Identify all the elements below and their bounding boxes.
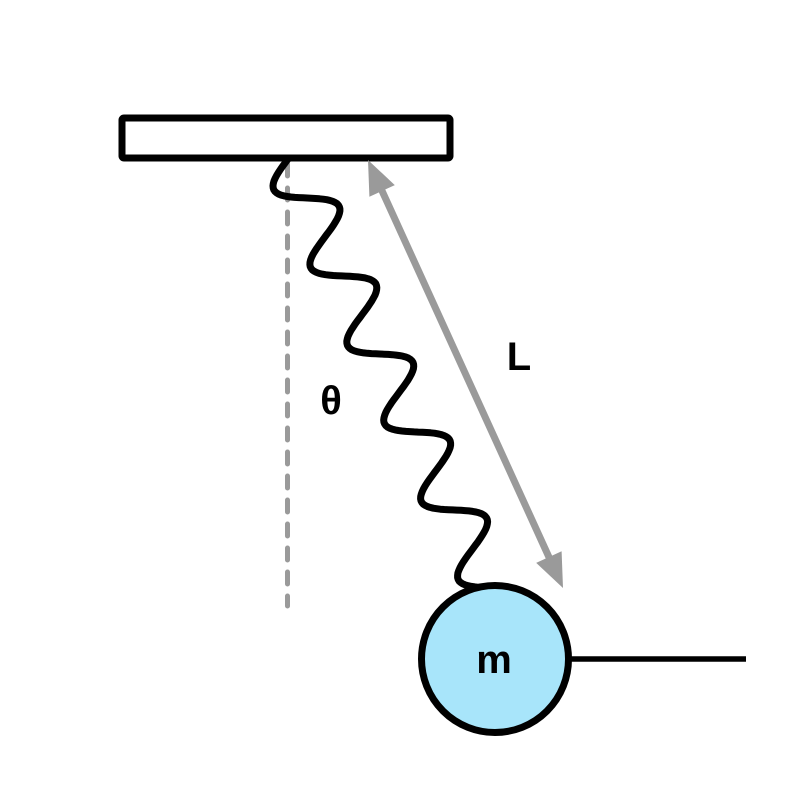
ceiling-support [118, 114, 454, 162]
length-label: L [507, 335, 531, 379]
mass-label: m [476, 638, 512, 682]
arrowhead-down-icon [536, 551, 563, 588]
spring [269, 155, 495, 592]
mass-circle [418, 582, 572, 736]
length-arrow-shaft [376, 184, 555, 564]
arrowhead-up-icon [368, 160, 395, 197]
length-double-arrow [368, 160, 563, 588]
angle-label: θ [320, 379, 342, 423]
